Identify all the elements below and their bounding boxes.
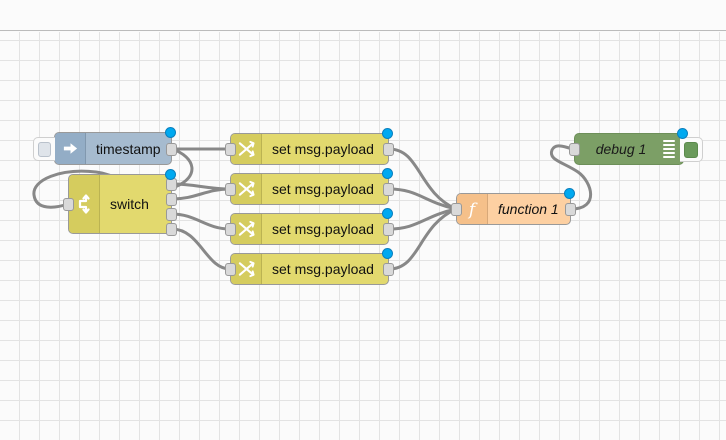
node-switch[interactable]: switch [63, 169, 177, 236]
shuffle-icon [231, 214, 262, 244]
node-change-3[interactable]: set msg.payload [225, 208, 394, 245]
change-output-port[interactable] [383, 223, 394, 236]
wire-switch-p1-to-change2 [170, 182, 232, 191]
change-node-label: set msg.payload [272, 221, 374, 237]
debug-node-label: debug 1 [595, 141, 647, 157]
function-node-label: function 1 [498, 201, 559, 217]
function-output-port[interactable] [565, 203, 576, 216]
wire-change3-to-function [387, 207, 458, 231]
node-change-1[interactable]: set msg.payload [225, 128, 394, 165]
switch-output-port-3[interactable] [166, 208, 177, 221]
flow-canvas[interactable]: timestamp switch [0, 32, 726, 440]
node-debug-1[interactable]: debug 1 [569, 128, 703, 165]
function-status-dot [564, 188, 575, 199]
node-change-4[interactable]: set msg.payload [225, 248, 394, 285]
wire-switch-p3-to-change3 [170, 212, 232, 231]
change-node-label: set msg.payload [272, 141, 374, 157]
debug-lines-icon [663, 140, 675, 158]
inject-node-label: timestamp [96, 140, 161, 157]
node-change-2[interactable]: set msg.payload [225, 168, 394, 205]
shuffle-icon [231, 254, 262, 284]
shuffle-icon [231, 174, 262, 204]
svg-text:f: f [467, 200, 478, 219]
change-status-dot [382, 248, 393, 259]
node-inject-timestamp[interactable]: timestamp [33, 127, 177, 165]
change-output-port[interactable] [383, 183, 394, 196]
switch-input-port[interactable] [63, 198, 74, 211]
wire-change4-to-function [387, 207, 458, 271]
inject-output-port[interactable] [166, 143, 177, 156]
shuffle-icon [231, 134, 262, 164]
change-output-port[interactable] [383, 143, 394, 156]
function-f-icon: f [457, 194, 488, 224]
change-input-port[interactable] [225, 263, 236, 276]
wire-switch-p2-to-change2b [170, 187, 232, 201]
inject-button-pad [38, 141, 51, 157]
change-node-label: set msg.payload [272, 181, 374, 197]
change-input-port[interactable] [225, 143, 236, 156]
switch-output-port-1[interactable] [166, 178, 177, 191]
wire-change1-to-function [387, 147, 458, 211]
change-status-dot [382, 168, 393, 179]
node-function-1[interactable]: f function 1 [451, 188, 576, 225]
debug-button-pad [684, 141, 698, 158]
change-output-port[interactable] [383, 263, 394, 276]
switch-output-port-2[interactable] [166, 193, 177, 206]
switch-arrows-icon [69, 175, 100, 233]
debug-input-port[interactable] [569, 143, 580, 156]
wire-switch-p4-to-change4 [170, 227, 232, 271]
debug-toggle-button[interactable] [680, 137, 703, 162]
debug-status-dot [677, 128, 688, 139]
inject-status-dot [165, 127, 176, 138]
change-status-dot [382, 208, 393, 219]
change-status-dot [382, 128, 393, 139]
change-node-label: set msg.payload [272, 261, 374, 277]
change-input-port[interactable] [225, 223, 236, 236]
function-input-port[interactable] [451, 203, 462, 216]
change-input-port[interactable] [225, 183, 236, 196]
switch-output-port-4[interactable] [166, 223, 177, 236]
switch-node-label: switch [110, 196, 149, 212]
inject-arrow-icon [55, 133, 86, 164]
switch-status-dot [165, 169, 176, 180]
inject-trigger-button[interactable] [33, 137, 55, 161]
wire-change2-to-function [387, 187, 458, 211]
editor-header-strip [0, 0, 726, 31]
